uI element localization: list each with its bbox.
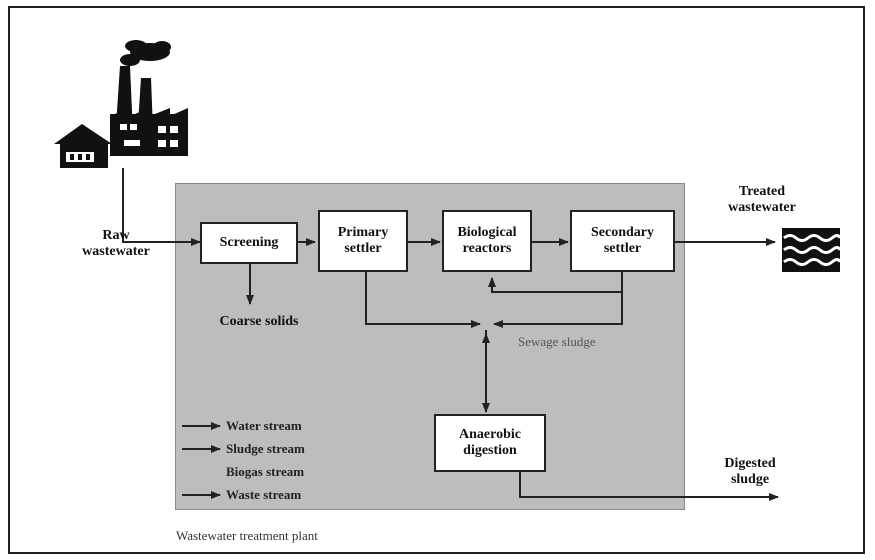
- legend-water-stream: Water stream: [226, 418, 302, 433]
- plant-name-label: Wastewater treatment plant: [176, 528, 318, 543]
- factory-icon: [110, 40, 188, 156]
- primary-settler-box: Primary settler: [318, 210, 408, 272]
- biological-reactors-box: Biological reactors: [442, 210, 532, 272]
- legend-waste-stream: Waste stream: [226, 487, 302, 502]
- figure-frame: [8, 6, 865, 554]
- raw-wastewater-label: Raw wastewater: [82, 228, 150, 259]
- digested-sludge-label: Digested sludge: [724, 456, 776, 487]
- screening-box: Screening: [200, 222, 298, 264]
- house-icon: [54, 124, 112, 168]
- secondary-settler-box: Secondary settler: [570, 210, 675, 272]
- secondary-sludge-flow: [493, 292, 623, 328]
- digested-sludge-flow: [519, 470, 779, 501]
- sewage-sludge-label: Sewage sludge: [518, 334, 596, 349]
- water-waves-icon: [782, 228, 842, 272]
- sludge-recycle-flow: [488, 272, 623, 293]
- raw-wastewater-flow: [122, 168, 201, 246]
- treated-wastewater-label: Treated wastewater: [728, 184, 796, 215]
- coarse-solids-label: Coarse solids: [219, 314, 299, 329]
- legend-arrows: [182, 422, 221, 499]
- anaerobic-digestion-box: Anaerobic digestion: [434, 414, 546, 472]
- legend-sludge-stream: Sludge stream: [226, 441, 305, 456]
- legend-biogas-stream: Biogas stream: [226, 464, 305, 479]
- primary-sludge-flow: [365, 272, 481, 328]
